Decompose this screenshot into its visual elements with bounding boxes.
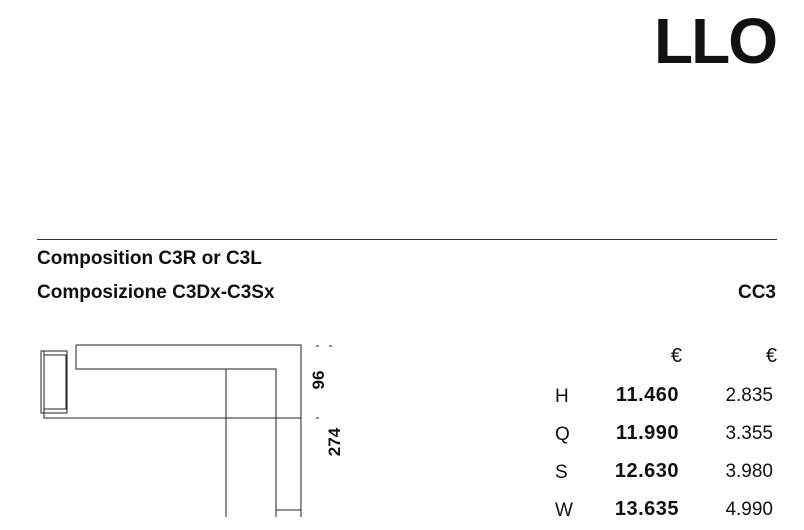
currency-col1: € — [670, 345, 682, 367]
sofa-armrest — [40, 350, 68, 414]
price-value: 11.460 — [615, 384, 679, 406]
dimension-depth-label: 96 — [309, 371, 328, 390]
composition-code: CC3 — [737, 282, 776, 303]
price-row: W 13.635 4.990 — [545, 492, 777, 530]
sofa-back-inner — [75, 345, 277, 517]
brand-logo: LLO — [654, 5, 778, 77]
section-divider — [37, 239, 777, 240]
price-row: H 11.460 2.835 — [545, 378, 777, 416]
price-extra: 3.355 — [725, 423, 773, 444]
currency-col2: € — [765, 345, 777, 367]
price-table: € € H 11.460 2.835 Q 11.990 3.355 S 12.6… — [545, 340, 777, 530]
sofa-back-outline — [76, 344, 302, 517]
price-table-header: € € — [545, 340, 777, 378]
price-extra: 3.980 — [725, 461, 773, 482]
price-value: 12.630 — [614, 460, 679, 482]
composition-title-en: Composition C3R or C3L — [37, 248, 262, 269]
price-row: S 12.630 3.980 — [545, 454, 777, 492]
fabric-grade: H — [555, 386, 569, 407]
price-extra: 4.990 — [725, 499, 773, 520]
price-value: 11.990 — [615, 422, 679, 444]
sofa-armrest-inner — [43, 354, 67, 410]
sofa-seat-outline — [43, 351, 227, 517]
fabric-grade: S — [555, 462, 568, 483]
price-extra: 2.835 — [725, 385, 773, 406]
dimension-length-label: 274 — [325, 427, 344, 456]
composition-title-it: Composizione C3Dx-C3Sx — [37, 282, 275, 303]
sofa-plan-drawing: 96 274 — [40, 344, 344, 517]
price-row: Q 11.990 3.355 — [545, 416, 777, 454]
fabric-grade: W — [555, 500, 573, 521]
price-value: 13.635 — [614, 498, 679, 520]
fabric-grade: Q — [555, 424, 570, 445]
